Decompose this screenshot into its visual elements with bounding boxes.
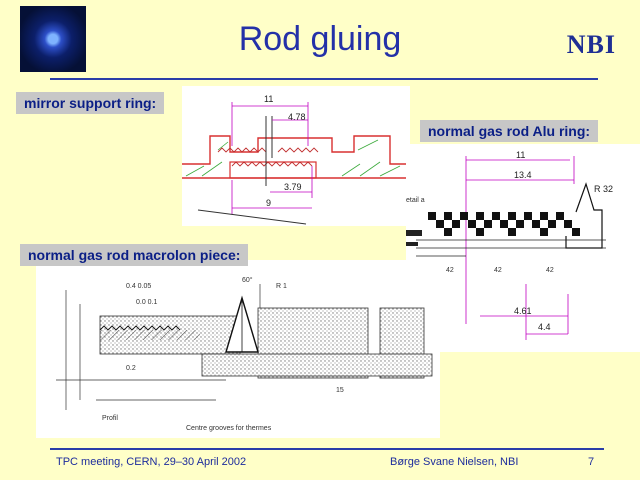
dim-4-78: 4.78 <box>288 112 306 122</box>
svg-text:42: 42 <box>494 267 502 274</box>
bottom-divider <box>50 448 604 450</box>
svg-text:42: 42 <box>546 267 554 274</box>
mirror-ring-drawing: 11 4.78 3.79 9 <box>182 86 410 226</box>
top-divider <box>50 78 598 80</box>
slide-title: Rod gluing <box>238 20 402 58</box>
svg-text:Centre grooves for thermes: Centre grooves for thermes <box>186 425 272 432</box>
footer-meeting: TPC meeting, CERN, 29–30 April 2002 <box>56 456 247 468</box>
svg-text:Profil: Profil <box>102 415 118 422</box>
alu-dim-13-4: 13.4 <box>514 170 532 180</box>
alu-detail-label: etail a <box>406 197 425 204</box>
dim-9: 9 <box>266 198 271 208</box>
svg-text:0.0 0.1: 0.0 0.1 <box>136 299 158 306</box>
label-mirror-support-ring: mirror support ring: <box>16 92 165 114</box>
svg-text:R 1: R 1 <box>276 283 287 290</box>
alu-dim-4-4: 4.4 <box>538 322 551 332</box>
svg-text:0.2: 0.2 <box>126 365 136 372</box>
dim-11: 11 <box>264 94 273 104</box>
alu-dim-11: 11 <box>516 150 525 160</box>
svg-text:60°: 60° <box>242 276 253 284</box>
label-alu-ring: normal gas rod Alu ring: <box>420 120 599 142</box>
alu-dim-r32: R 32 <box>594 184 613 194</box>
nbi-logo: NBI <box>566 30 616 59</box>
alu-dim-4-61: 4.61 <box>514 306 532 316</box>
dim-3-79: 3.79 <box>284 182 302 192</box>
label-macrolon-piece: normal gas rod macrolon piece: <box>20 244 249 266</box>
alu-ring-drawing: 11 13.4 R 32 4.61 4.4 etail a 42 42 42 <box>406 144 640 352</box>
svg-text:0.4 0.05: 0.4 0.05 <box>126 283 151 290</box>
logo-image <box>20 6 86 72</box>
page-number: 7 <box>588 456 595 468</box>
svg-text:42: 42 <box>446 267 454 274</box>
svg-text:15: 15 <box>336 387 344 394</box>
footer-author: Børge Svane Nielsen, NBI <box>390 456 519 468</box>
